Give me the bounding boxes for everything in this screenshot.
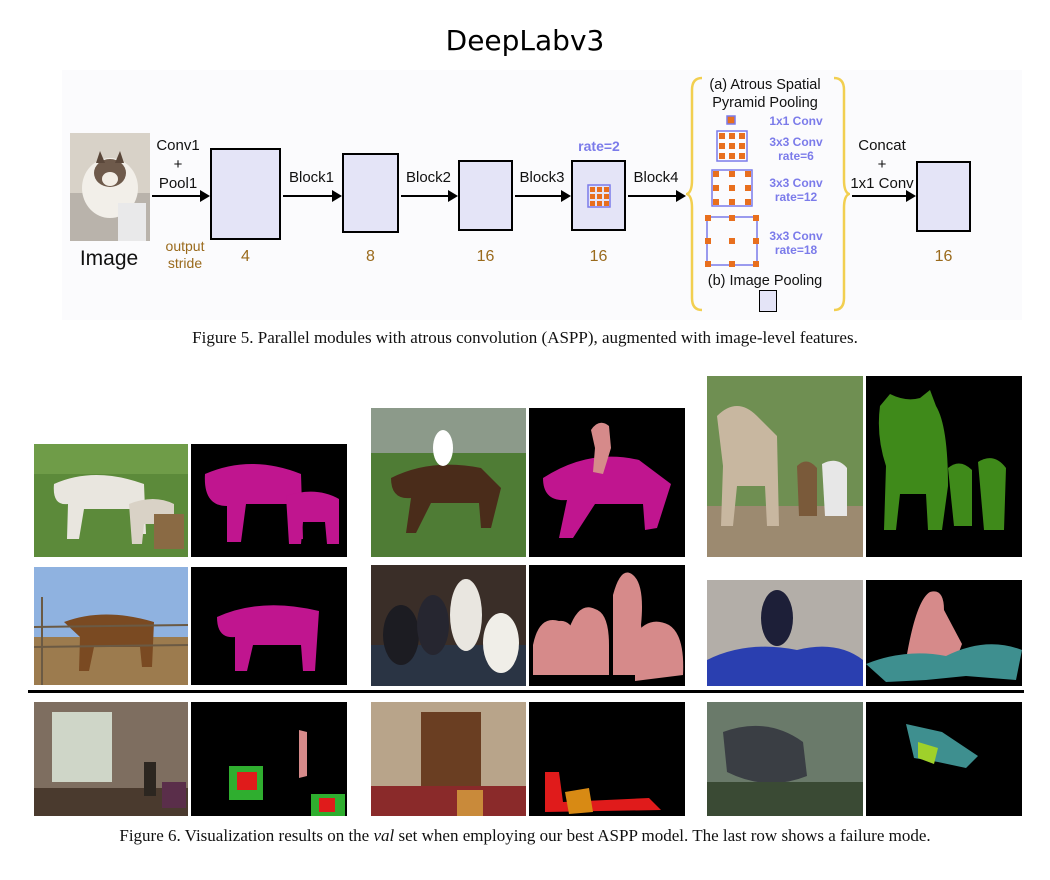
stride-value-16-c: 16: [934, 248, 953, 265]
conv-3x3-rate12-icon: [711, 169, 753, 207]
figure6-caption-italic: val: [373, 826, 395, 845]
block2-label: Block2: [405, 169, 452, 186]
feature-map-stride-4: [210, 148, 281, 240]
stride-value-8: 8: [366, 248, 375, 265]
input-cat-image: [70, 133, 150, 241]
atrous-kernel-icon: [587, 184, 611, 208]
aspp-title: (a) Atrous Spatial Pyramid Pooling: [709, 77, 821, 111]
conv-1x1-label: 1x1 Conv: [769, 114, 823, 128]
stride-value-16-b: 16: [589, 248, 608, 265]
aspp-left-brace: [686, 76, 703, 312]
feature-map-block4: [571, 160, 626, 231]
output-feature-map: [916, 161, 971, 232]
photo-cows: [707, 376, 863, 557]
figure6-caption-after: set when employing our best ASPP model. …: [394, 826, 931, 845]
image-label: Image: [79, 247, 139, 270]
figure6-caption: Figure 6. Visualization results on the v…: [0, 826, 1050, 846]
photo-crashed-car: [707, 702, 863, 816]
block1-label: Block1: [288, 169, 335, 186]
mask-crashed-car-failure: [866, 702, 1022, 816]
mask-dining-room-failure: [529, 702, 685, 816]
mask-group-people: [529, 565, 685, 686]
mask-horse-fence: [191, 567, 347, 685]
photo-group-people: [371, 565, 526, 686]
arrow-block1: [283, 190, 342, 202]
photo-motorbike: [707, 580, 863, 686]
feature-map-stride-8: [342, 153, 399, 233]
mask-horse-foal: [191, 444, 347, 557]
mask-cows: [866, 376, 1022, 557]
conv-3x3-rate18-icon: [705, 215, 759, 267]
photo-dining-room: [371, 702, 526, 816]
concat-1x1-conv-label: Concat + 1x1 Conv: [850, 137, 914, 192]
conv-3x3-rate6-icon: [716, 130, 748, 162]
stride-value-4: 4: [241, 248, 250, 265]
figure6-caption-before: Figure 6. Visualization results on the: [119, 826, 374, 845]
conv-3x3-rate12-label: 3x3 Conv rate=12: [769, 176, 823, 204]
mask-jockey: [529, 408, 685, 557]
conv-3x3-rate18-label: 3x3 Conv rate=18: [769, 229, 823, 257]
arrow-block2: [401, 190, 458, 202]
figure5-caption: Figure 5. Parallel modules with atrous c…: [192, 328, 858, 347]
rate-label: rate=2: [578, 138, 620, 154]
image-pooling-label: (b) Image Pooling: [707, 273, 823, 289]
photo-horse-fence: [34, 567, 188, 685]
photo-jockey: [371, 408, 526, 557]
failure-row-separator: [28, 690, 1024, 693]
stride-value-16-a: 16: [476, 248, 495, 265]
block3-label: Block3: [519, 169, 565, 186]
aspp-right-brace: [833, 76, 850, 312]
block4-label: Block4: [633, 169, 679, 186]
arrow-conv1: [152, 190, 210, 202]
conv-3x3-rate6-label: 3x3 Conv rate=6: [769, 135, 823, 163]
arrow-block3: [515, 190, 571, 202]
photo-horse-foal: [34, 444, 188, 557]
output-stride-label: output stride: [165, 238, 205, 271]
page-title: DeepLabv3: [445, 24, 605, 57]
photo-living-room: [34, 702, 188, 816]
feature-map-stride-16: [458, 160, 513, 231]
image-pooling-box: [759, 290, 777, 312]
arrow-block4: [628, 190, 686, 202]
conv1-pool1-label: Conv1 + Pool1: [156, 137, 200, 192]
conv-1x1-icon: [726, 115, 736, 125]
mask-living-room-failure: [191, 702, 347, 816]
arrow-concat: [852, 190, 916, 202]
mask-motorbike: [866, 580, 1022, 686]
